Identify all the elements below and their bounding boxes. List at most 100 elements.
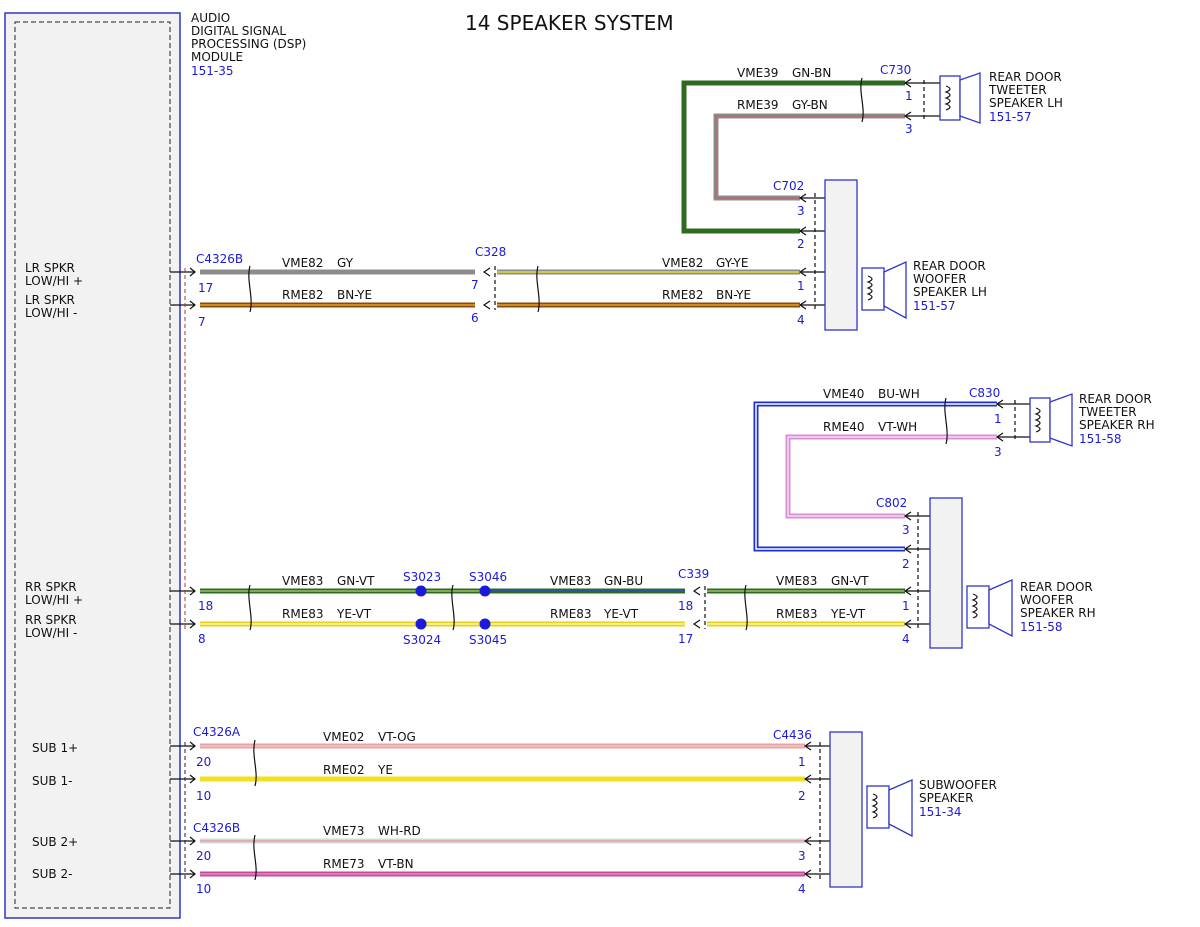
- connector-label: C702: [773, 179, 804, 193]
- splice-label: S3024: [403, 633, 441, 647]
- pin-number: 4: [798, 882, 806, 896]
- pin-number: 1: [798, 755, 806, 769]
- speaker-name-line: REAR DOOR: [913, 259, 986, 273]
- pin-arrow: [482, 300, 491, 310]
- speaker-terminal-block: [861, 267, 885, 311]
- wire-circuit-label: RME82: [662, 288, 704, 302]
- module-label-line: LOW/HI -: [25, 626, 77, 640]
- twist-marker: [451, 584, 455, 631]
- wires: [200, 80, 997, 877]
- wire-color-label: BN-YE: [716, 288, 751, 302]
- wire-circuit-label: RME02: [323, 763, 365, 777]
- pin-arrow: [798, 226, 825, 236]
- speaker-ref: 151-58: [1079, 432, 1122, 446]
- pin-number: 3: [905, 122, 913, 136]
- pin-numbers: 17 7 7 6 1 3 3 2 1 4 1 3 3 2 18 8 18 17 …: [196, 89, 1002, 896]
- pin-arrow: [798, 300, 825, 310]
- speaker-terminal-block: [1029, 397, 1051, 443]
- pin-arrow: [903, 78, 940, 88]
- pin-arrow: [170, 586, 196, 596]
- dsp-module-box: [4, 12, 181, 919]
- wire-color-label: GY-YE: [716, 256, 748, 270]
- wire-vme40-bu-wh-stripe: [755, 403, 997, 550]
- pin-arrow: [803, 836, 830, 846]
- pin-number: 3: [797, 204, 805, 218]
- pin-arrow: [903, 111, 940, 121]
- wire-color-label: YE-VT: [830, 607, 866, 621]
- wire-circuit-label: RME83: [550, 607, 592, 621]
- speaker-cone-icon: [1049, 393, 1073, 447]
- pin-arrow: [995, 399, 1030, 409]
- wire-color-label: GY-BN: [792, 98, 828, 112]
- speaker-cone-icon: [988, 579, 1013, 638]
- splice-label: S3023: [403, 570, 441, 584]
- pin-arrow: [798, 267, 825, 277]
- wire-rme39-gy-bn-stripe: [715, 115, 905, 199]
- coil-icon: [944, 85, 951, 111]
- connector-label: C830: [969, 386, 1000, 400]
- wire-color-label: YE: [377, 763, 393, 777]
- pin-arrow: [170, 267, 196, 277]
- speaker-name-line: REAR DOOR: [1020, 580, 1093, 594]
- diagram-title: 14 SPEAKER SYSTEM: [465, 11, 674, 35]
- coil-icon: [971, 593, 978, 619]
- twist-marker: [744, 584, 748, 631]
- wire-circuit-label: RME82: [282, 288, 324, 302]
- connector-labels: C4326B C328 C730 C702 C830 C802 C339 C43…: [193, 63, 1000, 835]
- connector-label: C328: [475, 245, 506, 259]
- wire-color-label: GN-BU: [604, 574, 643, 588]
- wire-circuit-label: VME83: [776, 574, 817, 588]
- pin-number: 18: [678, 599, 693, 613]
- speaker-name-line: SPEAKER LH: [913, 285, 987, 299]
- wire-circuit-label: VME39: [737, 66, 778, 80]
- pin-number: 3: [994, 445, 1002, 459]
- pin-number: 1: [797, 279, 805, 293]
- speaker-name-line: SPEAKER: [919, 791, 973, 805]
- module-label-line: LOW/HI -: [25, 306, 77, 320]
- speaker-labels: REAR DOOR TWEETER SPEAKER LH 151-57 REAR…: [913, 70, 1155, 819]
- speaker-connector-arrows: [798, 78, 1030, 880]
- speaker-terminal-block: [966, 585, 990, 629]
- twist-marker: [248, 584, 252, 631]
- module-label-line: RR SPKR: [25, 613, 77, 627]
- pin-number: 2: [798, 789, 806, 803]
- speaker-name-line: TWEETER: [1078, 405, 1137, 419]
- speaker-ref: 151-57: [989, 110, 1032, 124]
- wire-color-label: VT-BN: [378, 857, 414, 871]
- pin-arrow: [803, 774, 830, 784]
- speaker-ref: 151-57: [913, 299, 956, 313]
- wire-circuit-label: VME02: [323, 730, 364, 744]
- module-label-line: SUB 2+: [32, 835, 78, 849]
- pin-number: 20: [196, 849, 211, 863]
- coil-icon: [866, 275, 873, 301]
- speaker-name-line: SPEAKER RH: [1079, 418, 1155, 432]
- speaker-cone-icon: [883, 260, 907, 320]
- rear-door-tweeter-rh: [1029, 393, 1073, 447]
- wire-color-label: GN-VT: [831, 574, 869, 588]
- wire-circuit-label: VME82: [662, 256, 703, 270]
- wire-vme39-gn-bn: [681, 80, 905, 234]
- speaker-name-line: REAR DOOR: [1079, 392, 1152, 406]
- speaker-name-line: WOOFER: [913, 272, 967, 286]
- coil-icon: [1034, 407, 1041, 433]
- splice-s3046: [479, 585, 491, 597]
- inline-connector-arrows: [482, 266, 706, 629]
- twist-marker: [536, 265, 540, 313]
- pin-number: 18: [198, 599, 213, 613]
- connector-label: C802: [876, 496, 907, 510]
- connector-label: C4326B: [196, 252, 243, 266]
- speaker-connector-block: [929, 497, 963, 649]
- connector-label: C339: [678, 567, 709, 581]
- dsp-module-name-line: MODULE: [191, 50, 243, 64]
- speaker-name-line: TWEETER: [988, 83, 1047, 97]
- module-label-line: SUB 1+: [32, 741, 78, 755]
- connector-label: C730: [880, 63, 911, 77]
- pin-number: 17: [678, 632, 693, 646]
- pin-number: 1: [905, 89, 913, 103]
- dsp-module-name-line: DIGITAL SIGNAL: [191, 24, 286, 38]
- speaker-ref: 151-34: [919, 805, 962, 819]
- speaker-cone-icon: [888, 779, 913, 838]
- connector-label: C4436: [773, 728, 812, 742]
- pin-number: 2: [902, 557, 910, 571]
